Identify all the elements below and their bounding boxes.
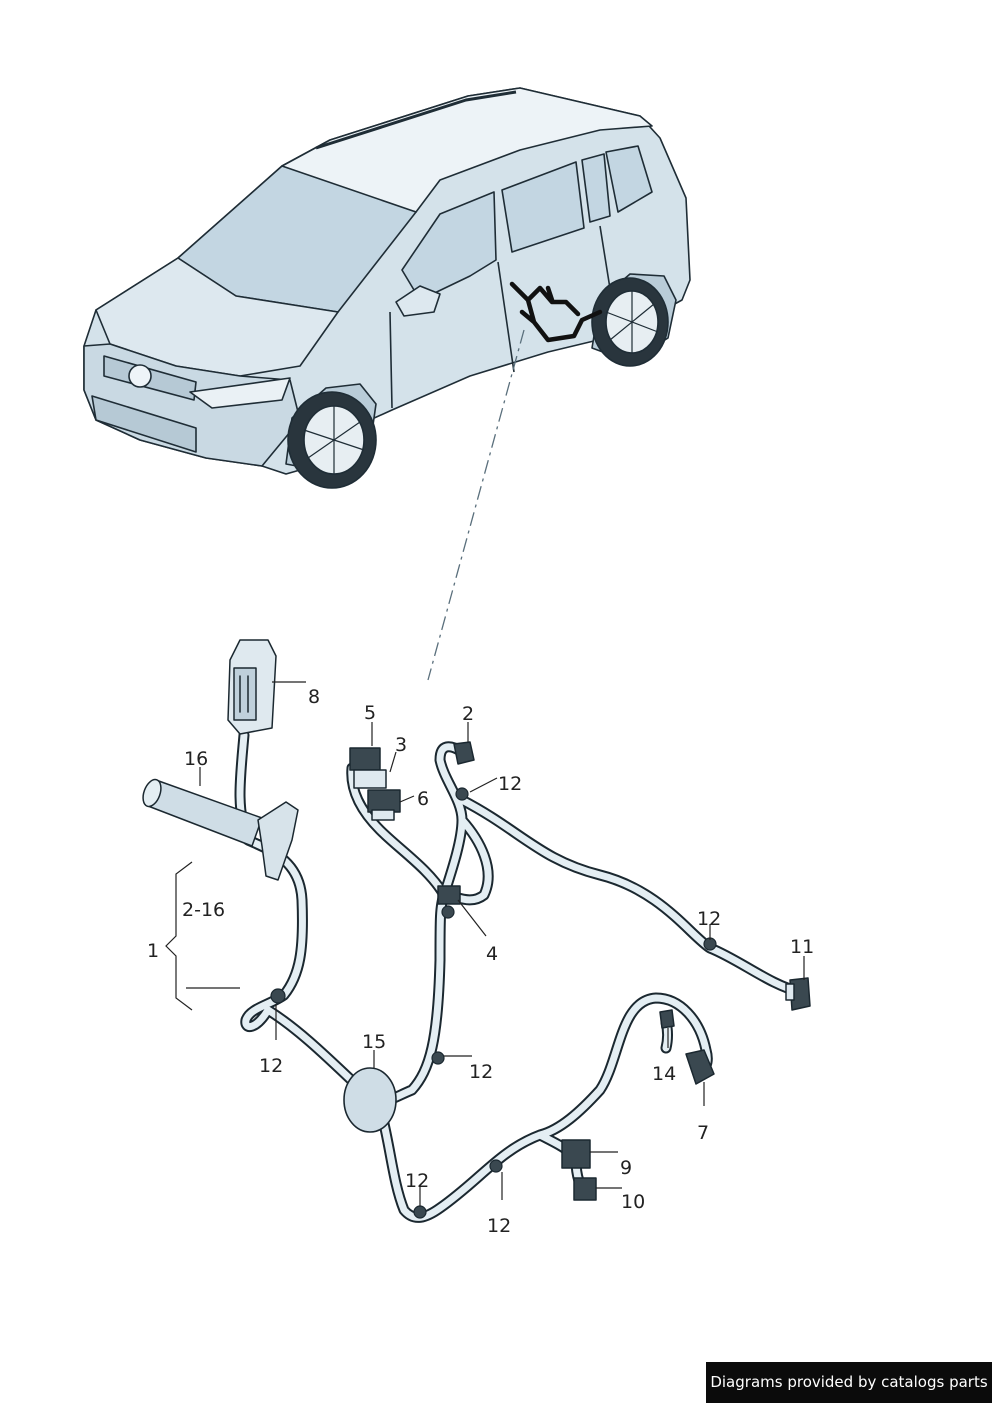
car-harness-highlight	[509, 281, 603, 343]
label-11: 11	[790, 936, 814, 958]
car-side-mirror	[395, 285, 441, 317]
car-rear-side-window	[501, 161, 585, 253]
label-16: 16	[184, 748, 208, 770]
car-badge	[128, 364, 152, 388]
part-8-connector	[227, 639, 277, 735]
dash-leader-line	[427, 329, 525, 681]
label-12-center: 12	[469, 1061, 493, 1083]
label-5: 5	[364, 702, 376, 724]
label-12-right: 12	[697, 908, 721, 930]
footer-credit: Diagrams provided by catalogs parts	[706, 1362, 992, 1403]
part-16-tube	[142, 778, 263, 847]
label-12-top: 12	[498, 773, 522, 795]
car-roof-rail	[315, 90, 517, 150]
car-quarter-window	[581, 153, 611, 223]
car-rear-window	[605, 145, 653, 213]
leader-12-top	[469, 777, 498, 793]
harness-wires	[236, 731, 804, 1221]
label-10: 10	[621, 1191, 645, 1213]
label-12-bottom-center: 12	[487, 1215, 511, 1237]
label-12-left: 12	[259, 1055, 283, 1077]
part-4-connector	[437, 885, 461, 905]
part-5-3-6-connectors	[349, 747, 401, 821]
label-4: 4	[486, 943, 498, 965]
label-14: 14	[652, 1063, 676, 1085]
label-2: 2	[462, 703, 474, 725]
tube-bracket	[257, 801, 299, 881]
leader-4	[457, 899, 487, 937]
part-12-clips	[270, 787, 717, 1219]
label-8: 8	[308, 686, 320, 708]
label-2-16: 2-16	[182, 899, 225, 921]
car-lower-grille	[91, 395, 197, 453]
part-7-connector	[685, 1049, 715, 1085]
bracket-1	[165, 861, 193, 1011]
car-front-spokes	[303, 406, 365, 474]
leader-6	[399, 795, 415, 803]
label-1: 1	[147, 940, 159, 962]
part-14-clip	[659, 1009, 675, 1029]
part-2-connector	[453, 741, 475, 765]
harness-assembly	[142, 639, 811, 1223]
car-illustration	[83, 87, 691, 489]
label-12-bottom-left: 12	[405, 1170, 429, 1192]
leader-3	[389, 751, 397, 773]
car-headlight	[189, 377, 291, 409]
part-9-10-connectors	[561, 1139, 597, 1201]
part-11-connector	[785, 977, 811, 1011]
part-15-grommet	[343, 1067, 397, 1133]
label-7: 7	[697, 1122, 709, 1144]
label-15: 15	[362, 1031, 386, 1053]
car-rear-spokes	[605, 291, 659, 353]
label-6: 6	[417, 788, 429, 810]
callouts: 8 16 5 3 6 2 12 4 12 11 2-16 1 12	[147, 681, 814, 1237]
label-3: 3	[395, 734, 407, 756]
label-9: 9	[620, 1157, 632, 1179]
